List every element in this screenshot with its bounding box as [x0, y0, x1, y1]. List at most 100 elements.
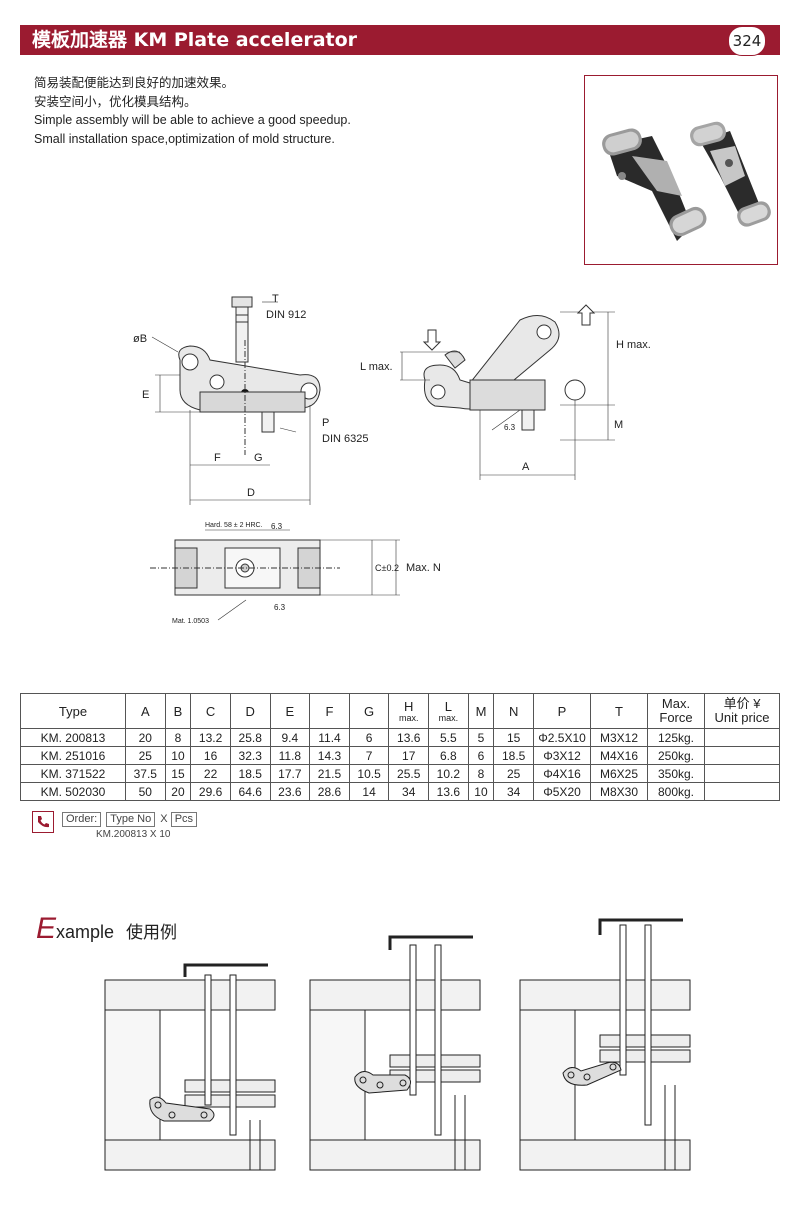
table-cell: Φ4X16 [533, 764, 591, 783]
table-cell: 5.5 [428, 728, 469, 747]
label-max-n: Max. N [406, 562, 441, 574]
page-number-badge: 324 [728, 26, 766, 56]
table-cell: 20 [164, 782, 192, 801]
phone-icon [32, 811, 54, 833]
side-view-drawing [151, 296, 321, 505]
table-cell: 8 [467, 764, 495, 783]
order-x: X [160, 813, 168, 825]
table-cell: 10.5 [348, 764, 390, 783]
table-cell: 6 [348, 728, 390, 747]
label-roughness-c: 6.3 [274, 603, 286, 612]
table-cell [704, 728, 780, 747]
col-max-force: Max.Force [647, 693, 705, 729]
table-cell: 6.8 [428, 746, 469, 765]
col-type: Type [20, 693, 126, 729]
table-cell: 10 [467, 782, 495, 801]
description-line: Small installation space,optimization of… [34, 131, 335, 146]
table-cell: 10 [164, 746, 192, 765]
description-line: 简易装配便能达到良好的加速效果。 [34, 76, 235, 90]
product-photo [584, 75, 778, 265]
table-cell: 28.6 [309, 782, 350, 801]
table-cell: KM. 200813 [20, 728, 126, 747]
example-cn: 使用例 [126, 923, 178, 942]
table-cell: 29.6 [190, 782, 231, 801]
table-cell: 14.3 [309, 746, 350, 765]
label-t: T [272, 293, 279, 305]
table-cell: 17.7 [269, 764, 311, 783]
table-cell: 350kg. [647, 764, 705, 783]
table-cell: KM. 371522 [20, 764, 126, 783]
table-cell: 50 [125, 782, 166, 801]
table-cell [704, 746, 780, 765]
table-cell: M4X16 [590, 746, 648, 765]
table-cell: KM. 502030 [20, 782, 126, 801]
label-c-tolerance: C±0.2 [375, 563, 399, 573]
label-material: Mat. 1.0503 [172, 618, 209, 625]
label-lmax: L max. [360, 361, 393, 373]
col-d: D [229, 693, 271, 729]
table-cell: 800kg. [647, 782, 705, 801]
label-din6325: DIN 6325 [322, 433, 368, 445]
label-a: A [522, 461, 530, 473]
col-m: M [467, 693, 495, 729]
description-line: 安装空间小，优化模具结构。 [34, 94, 197, 109]
label-e: E [142, 389, 149, 401]
table-cell: 64.6 [229, 782, 271, 801]
table-cell: 13.6 [388, 728, 430, 747]
table-cell: 15 [164, 764, 192, 783]
table-cell: 23.6 [269, 782, 311, 801]
table-cell: M8X30 [590, 782, 648, 801]
col-e: E [269, 693, 311, 729]
table-cell: 20 [125, 728, 166, 747]
col-n: N [493, 693, 534, 729]
table-cell: 17 [388, 746, 430, 765]
example-diagrams [104, 918, 691, 1171]
col-a: A [125, 693, 166, 729]
table-cell [704, 764, 780, 783]
table-cell: KM. 251016 [20, 746, 126, 765]
table-cell: 32.3 [229, 746, 271, 765]
table-cell: 5 [467, 728, 495, 747]
example-diagram-1 [104, 963, 276, 1171]
product-description: 简易装配便能达到良好的加速效果。 安装空间小，优化模具结构。 Simple as… [34, 74, 351, 148]
title-bar [20, 25, 780, 55]
order-pcs: Pcs [170, 812, 198, 827]
table-cell: M6X25 [590, 764, 648, 783]
example-diagram-2 [309, 935, 481, 1171]
table-cell: 125kg. [647, 728, 705, 747]
table-cell: 21.5 [309, 764, 350, 783]
col-f: F [309, 693, 350, 729]
table-cell: 34 [493, 782, 534, 801]
technical-drawings: T DIN 912 øB E F G D P DIN 6325 L max. H… [133, 293, 651, 625]
table-cell: 11.4 [309, 728, 350, 747]
table-cell [704, 782, 780, 801]
table-cell: 6 [467, 746, 495, 765]
order-type-no: Type No [106, 812, 156, 827]
table-cell: 13.6 [428, 782, 469, 801]
table-cell: 13.2 [190, 728, 231, 747]
table-cell: 10.2 [428, 764, 469, 783]
label-f: F [214, 452, 221, 464]
col-t: T [590, 693, 648, 729]
order-format: Order: Type No X Pcs [62, 812, 199, 827]
col-g: G [348, 693, 390, 729]
table-cell: 16 [190, 746, 231, 765]
page-title: 模板加速器 KM Plate accelerator [32, 29, 358, 51]
table-cell: 18.5 [493, 746, 534, 765]
table-cell: 15 [493, 728, 534, 747]
product-photo-image [602, 121, 771, 241]
table-cell: 9.4 [269, 728, 311, 747]
label-roughness-b: 6.3 [271, 522, 283, 531]
table-cell: 25.5 [388, 764, 430, 783]
label-d: D [247, 487, 255, 499]
table-cell: Φ5X20 [533, 782, 591, 801]
label-roughness-a: 6.3 [504, 423, 516, 432]
table-cell: 22 [190, 764, 231, 783]
table-cell: 250kg. [647, 746, 705, 765]
table-cell: 18.5 [229, 764, 271, 783]
